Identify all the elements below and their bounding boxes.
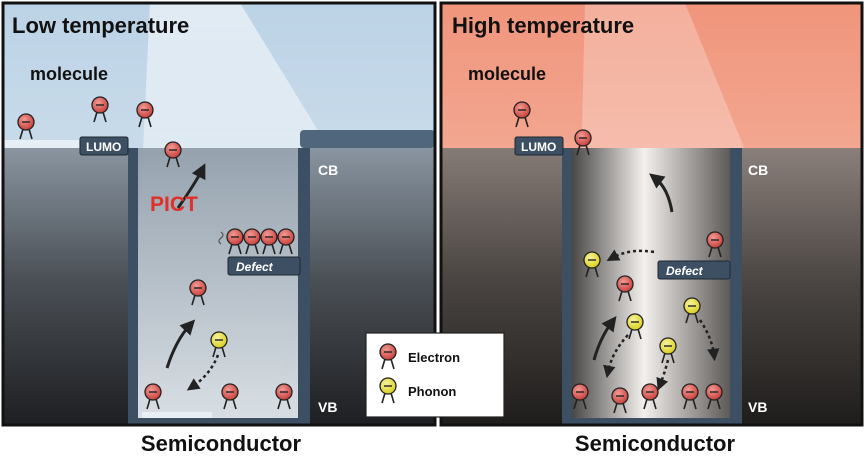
right-caption: Semiconductor — [575, 431, 736, 456]
left-body-block — [3, 138, 128, 425]
left-panel-border — [1, 1, 437, 427]
legend-electron-label: Electron — [408, 350, 460, 365]
left-panel: Low temperature molecule LUMO CB VB Defe… — [3, 3, 435, 425]
right-vb-label: VB — [748, 399, 767, 415]
phonon-arrow — [698, 319, 720, 362]
lumo-level — [79, 136, 129, 156]
left-caption: Semiconductor — [141, 431, 302, 456]
left-lumo-label: LUMO — [86, 140, 121, 154]
left-cb-label: CB — [318, 162, 338, 178]
excitation-arrow — [592, 315, 617, 361]
phonon-arrow — [186, 354, 220, 391]
lumo-level — [514, 136, 564, 156]
legend: Electron Phonon — [365, 332, 505, 418]
transfer-arrow — [649, 173, 674, 213]
pict-label: PICT — [150, 193, 198, 216]
left-defect-label: Defect — [236, 260, 274, 274]
right-molecule-label: molecule — [468, 64, 546, 84]
left-molecule-label: molecule — [30, 64, 108, 84]
right-panel-border — [439, 1, 864, 427]
legend-phonon-label: Phonon — [408, 384, 456, 399]
pict-arrow — [176, 163, 206, 209]
defect-level — [227, 256, 301, 276]
right-panel-title: High temperature — [452, 13, 634, 38]
band-well — [138, 148, 298, 420]
excitation-arrow — [165, 319, 196, 369]
right-lumo-label: LUMO — [521, 140, 556, 154]
cb-edge — [300, 130, 435, 148]
phonon-arrow — [656, 359, 670, 391]
right-cb-label: CB — [748, 162, 768, 178]
right-panel: High temperature molecule LUMO CB VB Def… — [441, 3, 862, 425]
left-panel-title: Low temperature — [12, 13, 189, 38]
right-body-block — [738, 148, 862, 425]
defect-level — [657, 260, 731, 280]
band-well — [572, 148, 732, 420]
right-defect-label: Defect — [666, 264, 704, 278]
left-vb-label: VB — [318, 399, 337, 415]
